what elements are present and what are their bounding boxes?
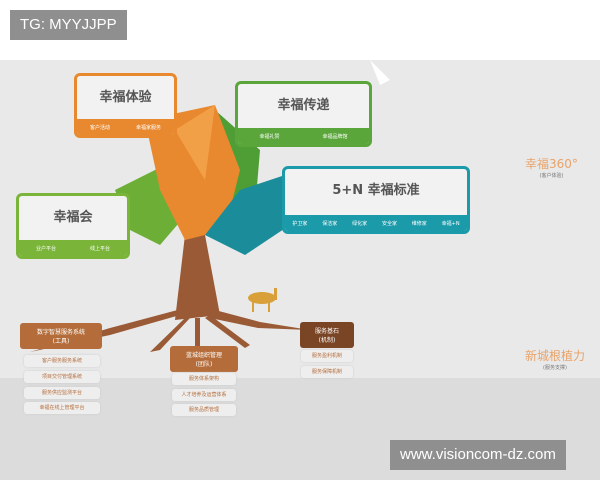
card-happiness-transfer[interactable]: 幸福传递 幸福礼赞 幸福品牌馆 xyxy=(235,81,372,147)
root-item: 服务供应监测平台 xyxy=(24,387,100,399)
root-sub: (团队) xyxy=(195,361,213,368)
root-org-management[interactable]: 蓝城组织管理 (团队) xyxy=(170,346,238,372)
root-service-base[interactable]: 服务基石 (机制) xyxy=(300,322,354,348)
card-item: 幸福+N xyxy=(441,220,460,227)
card-item: 维修家 xyxy=(411,220,427,227)
side-label-360: 幸福360° (客户体验) xyxy=(525,155,578,179)
side-sub: (服务支撑) xyxy=(543,365,567,371)
card-title: 5+N 幸福标准 xyxy=(332,183,420,198)
root-item: 幸福在线上管理平台 xyxy=(24,402,100,414)
watermark-top: TG: MYYJJPP xyxy=(10,10,127,40)
root-item: 服务保障机制 xyxy=(301,366,353,378)
infographic: 幸福体验 客户活动 幸福家服务 幸福传递 幸福礼赞 幸福品牌馆 幸福会 业户平台 线上… xyxy=(0,60,600,480)
card-happiness-standard[interactable]: 5+N 幸福标准 护卫家 保洁家 绿化家 安全家 维修家 幸福+N xyxy=(282,166,470,234)
card-item: 幸福品牌馆 xyxy=(322,133,348,140)
card-happiness-experience[interactable]: 幸福体验 客户活动 幸福家服务 xyxy=(74,73,177,138)
card-item: 保洁家 xyxy=(322,220,338,227)
card-title: 幸福传递 xyxy=(277,98,330,113)
card-item: 线上平台 xyxy=(89,245,110,252)
root-title: 蓝城组织管理 xyxy=(185,352,222,359)
card-item: 幸福礼赞 xyxy=(259,133,280,140)
card-item: 安全家 xyxy=(381,220,397,227)
card-item: 客户活动 xyxy=(89,124,110,131)
root-item: 服务盈利机制 xyxy=(301,350,353,362)
side-title: 新城根植力 xyxy=(525,349,586,363)
card-happiness-club[interactable]: 幸福会 业户平台 线上平台 xyxy=(16,193,130,259)
camel-icon xyxy=(248,288,277,312)
root-sub: (机制) xyxy=(318,337,336,344)
watermark-bottom: www.visioncom-dz.com xyxy=(390,440,566,470)
side-title: 幸福360° xyxy=(525,157,578,171)
card-item: 护卫家 xyxy=(292,220,308,227)
root-digital-system[interactable]: 数字智慧服务系统 (工具) xyxy=(20,323,102,349)
root-sub: (工具) xyxy=(52,338,70,345)
paper-plane xyxy=(370,60,390,85)
card-item: 幸福家服务 xyxy=(135,124,161,131)
card-item: 业户平台 xyxy=(35,245,56,252)
root-title: 服务基石 xyxy=(314,328,339,335)
root-title: 数字智慧服务系统 xyxy=(36,329,85,336)
card-item: 绿化家 xyxy=(352,220,368,227)
side-sub: (客户体验) xyxy=(539,173,564,179)
card-title: 幸福会 xyxy=(53,210,93,225)
root-item: 项目交付管理系统 xyxy=(24,371,100,383)
side-label-roots: 新城根植力 (服务支撑) xyxy=(525,347,585,371)
root-item: 服务体系架构 xyxy=(172,373,236,385)
root-item: 服务品质管理 xyxy=(172,404,236,416)
root-item: 人才培养及运营体系 xyxy=(172,389,236,401)
card-title: 幸福体验 xyxy=(99,90,152,105)
leaf-orange xyxy=(145,105,240,240)
leaf-teal xyxy=(205,170,300,255)
root-item: 客户服务服务系统 xyxy=(24,355,100,367)
